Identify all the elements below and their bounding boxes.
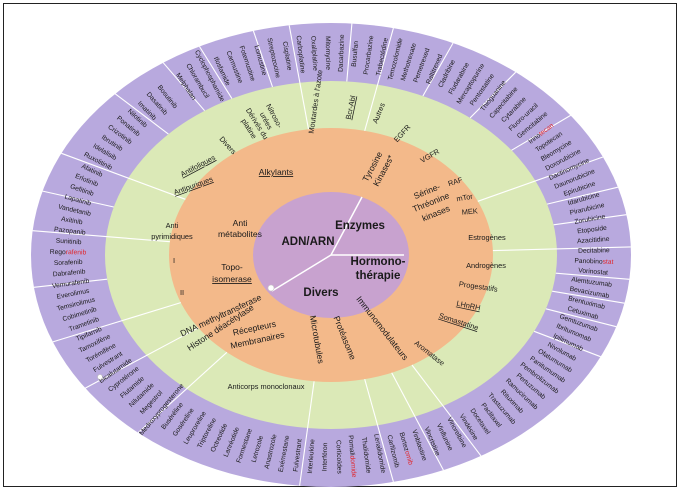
drug-label: Azacitidine — [577, 236, 610, 245]
drug-label-highlight: omib — [403, 450, 414, 466]
spoke-divider — [32, 230, 170, 243]
drug-label: Vorinostat — [578, 267, 608, 276]
subclass-label-topo-i: I — [173, 256, 175, 265]
spoke-divider — [552, 290, 625, 304]
class-label-antimetabolites-line2: métabolites — [218, 229, 262, 239]
spoke-divider — [545, 308, 617, 328]
drug-label: Carboplatine — [295, 35, 306, 74]
spoke-divider — [477, 156, 604, 202]
spoke-divider — [52, 302, 181, 343]
drug-label: Regorafenib — [50, 249, 87, 257]
divider-marker — [267, 284, 275, 292]
drug-label: Panobinostat — [574, 257, 613, 265]
subclass-label-estrogenes: Estrogènes — [468, 233, 506, 242]
drug-label-highlight: domide — [349, 455, 358, 478]
spoke-divider — [61, 152, 186, 200]
spoke-divider — [42, 190, 114, 208]
drug-label: Pazopanib — [54, 226, 86, 237]
quadrant-hormono-label-line1: Hormono- — [351, 256, 406, 268]
spoke-divider — [33, 278, 108, 288]
drug-label: Dacarbazine — [338, 34, 347, 72]
class-label-topo-line1: Topo- — [221, 262, 243, 272]
subclass-label-antipyrimidiques-line2: pyrimidiques — [151, 232, 193, 241]
spoke-divider — [391, 372, 444, 471]
subclass-label-mtor: mTor — [456, 192, 474, 204]
drug-label: Sorafenib — [54, 259, 83, 267]
core-dividers — [271, 196, 404, 292]
subclass-label-topo-ii: II — [180, 288, 184, 297]
drug-label-part: Pomali — [347, 435, 356, 456]
quadrant-divers-label: Divers — [303, 287, 338, 299]
spoke-divider — [252, 30, 274, 88]
spoke-divider — [288, 25, 310, 130]
drug-label: Interféron — [322, 442, 330, 471]
drug-label-part: Rego — [50, 249, 66, 256]
drug-label: Sunitinib — [56, 238, 82, 247]
spoke-divider — [533, 330, 601, 358]
edge-marker — [97, 374, 103, 380]
drug-label-highlight: rafenib — [66, 249, 87, 256]
drug-label: Oxaliplatine — [309, 36, 318, 72]
subclass-label-anticorps-line1: Anticorps monoclonaux — [228, 382, 305, 391]
class-label-topo-line2: isomerase — [212, 274, 252, 284]
drug-label: Corticoïdes — [335, 440, 343, 475]
spoke-divider — [85, 327, 199, 389]
drug-label: Mitomycine — [324, 36, 331, 70]
spoke-divider — [469, 71, 517, 119]
center-label: ADN/ARN — [281, 236, 334, 248]
spoke-dividers — [32, 23, 631, 486]
spoke-divider — [411, 364, 482, 457]
spoke-divider — [364, 379, 394, 483]
spoke-divider — [422, 42, 454, 97]
drug-label: Fulvestrant — [292, 438, 303, 472]
drug-label-part: Panobino — [574, 257, 603, 265]
subclass-label-antipyrimidiques-line1: Anti — [166, 221, 179, 230]
spoke-divider — [546, 186, 619, 205]
drug-label: Busulfan — [351, 40, 360, 67]
spoke-divider — [555, 272, 630, 280]
spoke-divider — [137, 351, 228, 434]
drug-label-highlight: stat — [603, 258, 614, 265]
drug-label: Interleukine — [307, 439, 317, 474]
drug-label: Axitinib — [61, 216, 84, 227]
spoke-divider — [553, 214, 627, 226]
quadrant-enzymes-label: Enzymes — [335, 220, 385, 232]
spoke-divider — [364, 27, 394, 131]
subclass-label-raf: RAF — [447, 175, 464, 188]
drug-label: Etoposide — [577, 225, 608, 236]
drug-label: Thalidomide — [360, 437, 372, 474]
spoke-divider — [114, 93, 169, 135]
drug-label: Cisplatine — [281, 41, 293, 71]
spoke-divider — [299, 381, 315, 486]
drug-label: Decitabine — [578, 247, 610, 255]
spoke-divider — [492, 246, 631, 252]
spoke-divider — [162, 62, 206, 112]
subclass-label-mek: MEK — [461, 206, 478, 216]
class-label-alkylants: Alkylants — [259, 167, 293, 177]
class-label-antimetabolites-line1: Anti — [233, 218, 248, 228]
drug-label: Dabrafenib — [53, 268, 86, 278]
subclass-label-androgenes: Androgènes — [466, 261, 506, 270]
drug-label: Pomalidomide — [347, 435, 357, 478]
spoke-divider — [199, 46, 233, 99]
quadrant-hormono-label-line2: thérapie — [356, 270, 401, 282]
spoke-divider — [346, 23, 353, 82]
spoke-divider — [511, 114, 571, 151]
